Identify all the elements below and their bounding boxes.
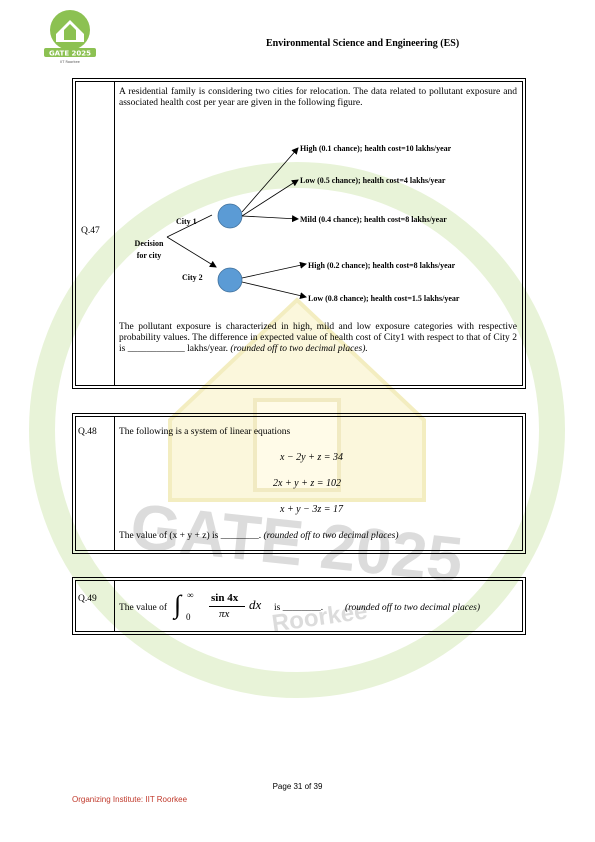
- city2-branch-low: Low (0.8 chance); health cost=1.5 lakhs/…: [308, 294, 460, 303]
- question-49-line: The value of ∫ ∞ 0 sin 4x πx dx is _____…: [119, 588, 519, 628]
- integral-upper-limit: ∞: [187, 590, 194, 600]
- question-48-intro: The following is a system of linear equa…: [119, 427, 291, 437]
- city2-branch-high: High (0.2 chance); health cost=8 lakhs/y…: [308, 261, 456, 270]
- page-title: Environmental Science and Engineering (E…: [266, 38, 460, 49]
- question-47-box: [72, 78, 526, 389]
- city1-branch-high: High (0.1 chance); health cost=10 lakhs/…: [300, 144, 452, 153]
- question-48-rounding-note: (rounded off to two decimal places): [263, 531, 399, 541]
- city1-branch-mild: Mild (0.4 chance); health cost=8 lakhs/y…: [300, 215, 447, 224]
- question-48-box: [72, 413, 526, 554]
- page-number: Page 31 of 39: [272, 782, 323, 791]
- question-47-number: Q.47: [81, 226, 100, 236]
- decision-tree: Decision for city City 1 City 2 High (0.…: [135, 144, 460, 303]
- question-49-box: [72, 577, 526, 635]
- decision-label-2: for city: [137, 251, 162, 260]
- branch-decision-city2: [166, 236, 217, 268]
- city2-label: City 2: [182, 273, 203, 282]
- question-48-number: Q.48: [78, 427, 97, 437]
- city2-node: [217, 267, 243, 293]
- question-47-body: The pollutant exposure is characterized …: [119, 322, 517, 355]
- question-48-frame: [75, 416, 523, 551]
- fraction-numerator: sin 4x: [211, 592, 239, 604]
- question-48-text: The value of (x + y + z) is ________.: [119, 531, 262, 541]
- gate-logo: GATE 2025 IIT Roorkee: [44, 10, 96, 64]
- question-48-question: The value of (x + y + z) is ________. (r…: [119, 531, 517, 542]
- question-49-prefix: The value of: [119, 603, 168, 613]
- city1-label: City 1: [176, 217, 197, 226]
- organizing-institute: Organizing Institute: IIT Roorkee: [72, 795, 188, 804]
- question-49-suffix: is ________.: [274, 603, 324, 613]
- question-47-intro: A residential family is considering two …: [119, 87, 517, 108]
- question-49-rounding-note: (rounded off to two decimal places): [345, 603, 480, 613]
- decision-label-1: Decision: [135, 239, 164, 248]
- question-47-rounding-note: (rounded off to two decimal places).: [230, 344, 368, 354]
- logo-text: GATE 2025: [49, 50, 91, 58]
- integral-lower-limit: 0: [186, 612, 191, 622]
- city1-branch-low: Low (0.5 chance); health cost=4 lakhs/ye…: [300, 176, 446, 185]
- branch-decision-city1: [166, 214, 213, 238]
- fraction-denominator: πx: [219, 608, 230, 620]
- fraction-bar: [209, 606, 245, 607]
- question-47-text: The pollutant exposure is characterized …: [119, 322, 517, 354]
- integral-dx: dx: [249, 597, 262, 612]
- question-47-frame: [75, 81, 523, 386]
- city1-node: [217, 203, 243, 229]
- logo-subtext: IIT Roorkee: [60, 60, 80, 64]
- equation-3: x + y − 3z = 17: [280, 504, 344, 515]
- equation-2: 2x + y + z = 102: [273, 478, 342, 489]
- question-49-frame: [75, 580, 523, 632]
- equation-1: x − 2y + z = 34: [280, 452, 344, 463]
- integral-sign: ∫: [174, 590, 182, 619]
- question-49-number: Q.49: [78, 594, 97, 604]
